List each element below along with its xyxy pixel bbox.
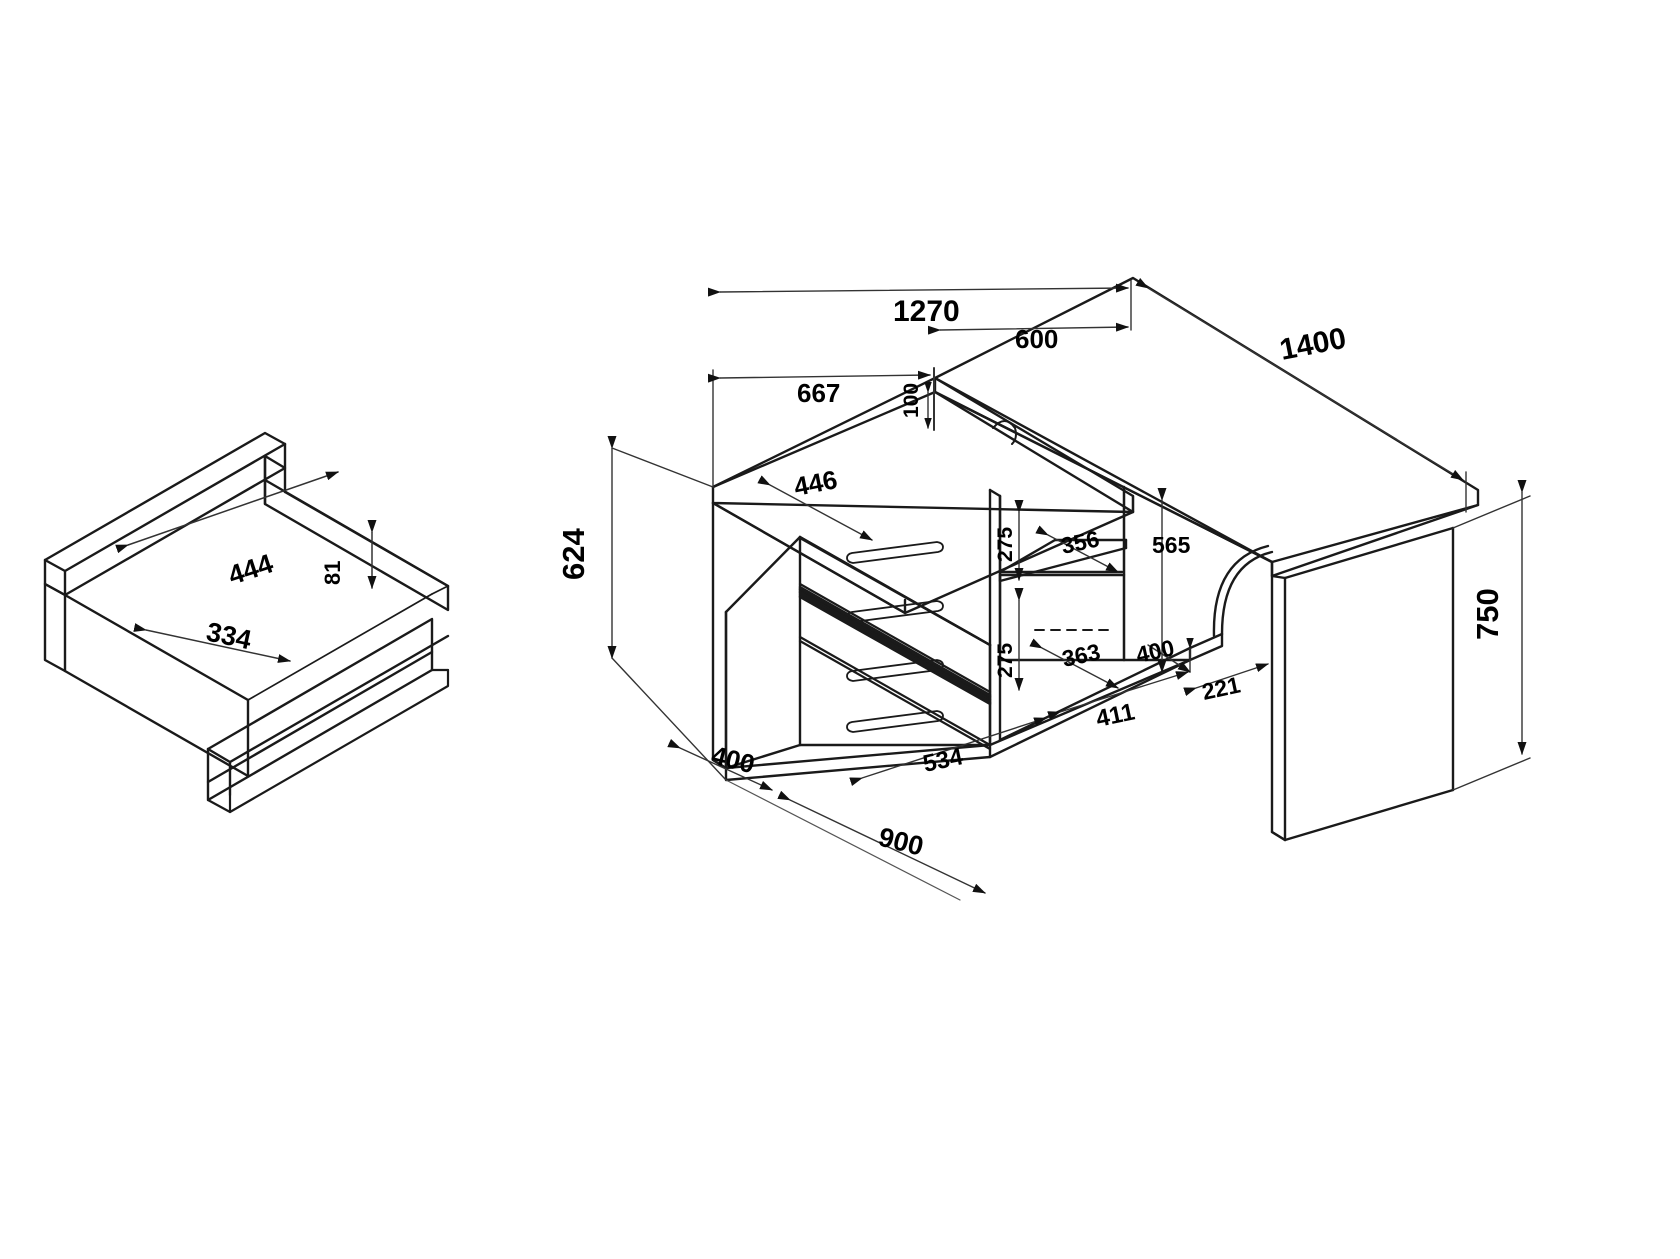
drawer-front-wall [206,617,450,802]
dim-label-565: 565 [1152,532,1191,558]
cable-cutout-icon [992,420,1017,445]
dim-line-444 [115,471,339,554]
cable-arc-outer-icon [1212,544,1270,638]
right-end-panel [1270,526,1455,842]
dim-label-667: 667 [797,378,840,408]
dimension-lines [607,277,1531,894]
dim-label-100: 100 [900,383,923,418]
dim-label-275-lower: 275 [994,643,1017,678]
cable-arc-icon [1220,550,1274,636]
dim-label-750: 750 [1470,588,1505,640]
dim-label-600: 600 [1015,324,1058,354]
dim-label-624: 624 [556,528,591,580]
drawer-box-detail [43,431,450,814]
dim-label-275-upper: 275 [994,527,1017,562]
dim-label-1270: 1270 [893,295,960,328]
dim-line-334 [133,623,291,663]
dim-label-81: 81 [320,561,345,585]
